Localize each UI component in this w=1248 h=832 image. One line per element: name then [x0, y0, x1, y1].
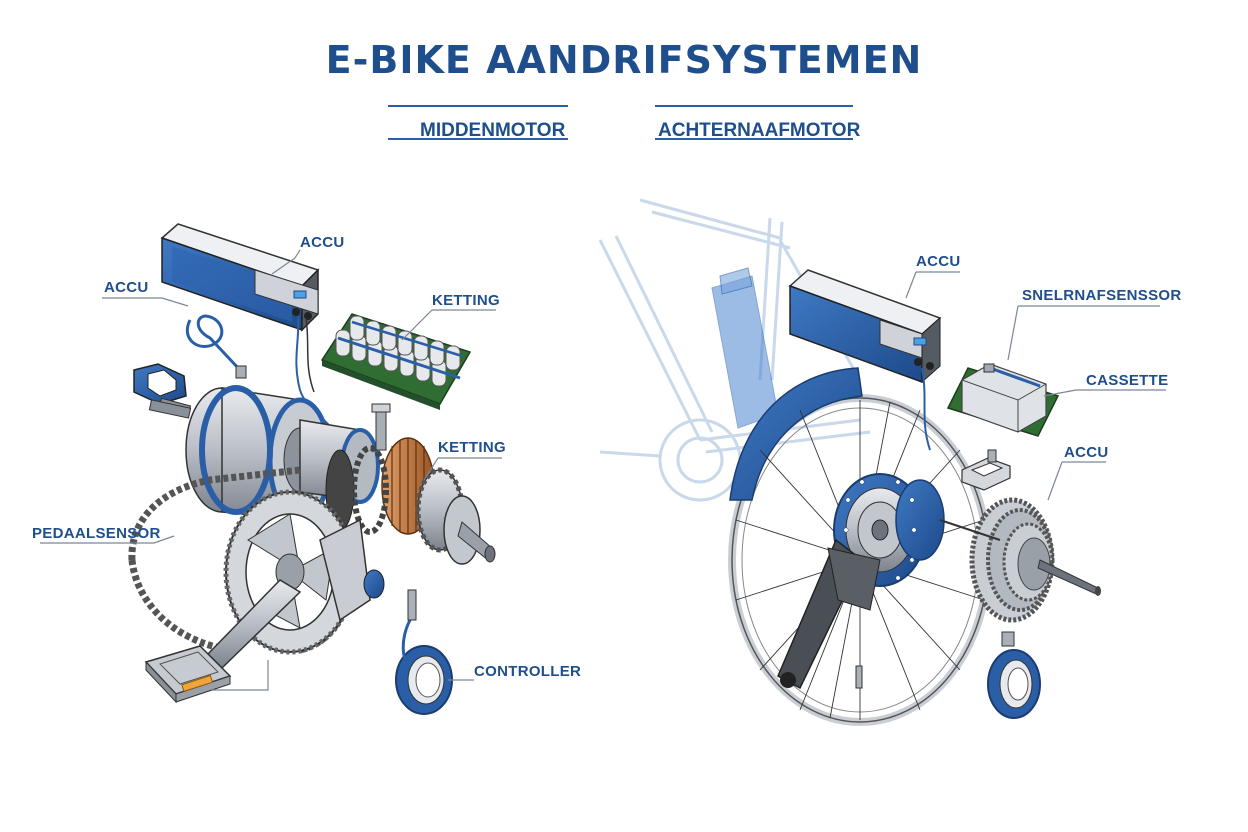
hub-label-cassette: CASSETTE: [1086, 372, 1168, 389]
hub-battery-icon: [790, 270, 940, 450]
mid-controller-ring-icon: [396, 590, 452, 714]
mid-label-accu-top: ACCU: [300, 234, 345, 251]
hub-cassette-icon: [940, 500, 1101, 646]
hub-label-accu-top: ACCU: [916, 253, 961, 270]
mid-label-ketting-mid: KETTING: [438, 439, 506, 456]
mid-label-pedaalsensor: PEDAALSENSOR: [32, 525, 161, 542]
mid-label-accu-left: ACCU: [104, 279, 149, 296]
hub-label-accu-right: ACCU: [1064, 444, 1109, 461]
mid-label-ketting-top: KETTING: [432, 292, 500, 309]
hub-controller-board-icon: [948, 364, 1058, 436]
mid-label-controller: CONTROLLER: [474, 663, 581, 680]
hub-label-snelrnafsensor: SNELRNAFSENSSOR: [1022, 287, 1182, 304]
mid-cell-pack-icon: [322, 314, 470, 410]
hub-crank-icon: [778, 540, 880, 688]
hub-sensor-ring-icon: [988, 650, 1040, 718]
mid-sensor-cable-icon: [187, 316, 246, 378]
hub-frame-battery-icon: [712, 268, 778, 428]
hub-sensor-bracket-icon: [962, 450, 1010, 490]
